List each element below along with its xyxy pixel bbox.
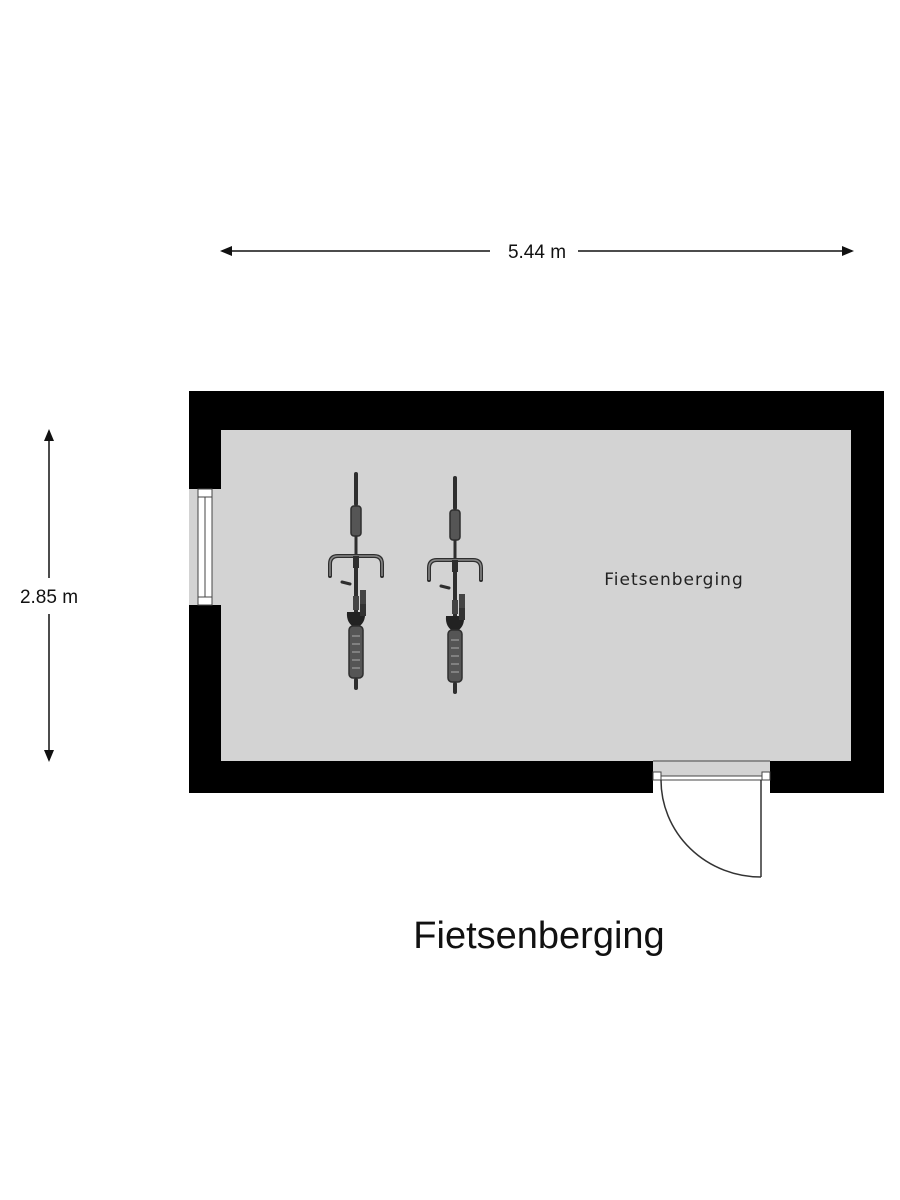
width-dimension-label: 5.44 m [508,242,566,263]
width-dimension: 5.44 m [220,242,854,263]
door [652,760,771,878]
floor-title: Fietsenberging [413,915,664,957]
room-walls [189,391,884,793]
height-dimension: 2.85 m [20,429,78,762]
room-floor [221,430,851,761]
window [189,488,221,606]
height-dimension-label: 2.85 m [20,587,78,608]
room-label: Fietsenberging [604,570,744,590]
